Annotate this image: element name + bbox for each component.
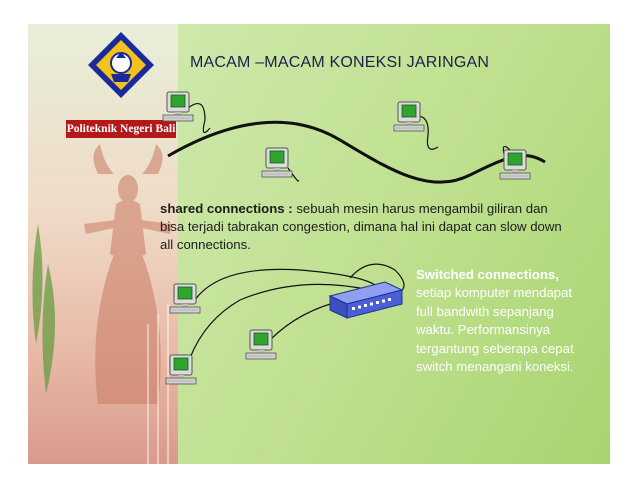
shared-connections-description: sebuah mesin harus mengambil giliran dan… [160, 201, 562, 252]
switched-connections-description: setiap komputer mendapat full bandwith s… [416, 285, 574, 375]
network-switch-icon [328, 281, 404, 319]
shared-connections-term: shared connections : [160, 201, 293, 216]
computer-icon [261, 147, 293, 178]
computer-icon [162, 91, 194, 122]
bus-drop-cable [187, 102, 211, 134]
brand-name: Politeknik Negeri Bali [66, 120, 176, 138]
computer-icon [245, 329, 277, 360]
page-title: MACAM –MACAM KONEKSI JARINGAN [190, 54, 490, 71]
statue-illustration [32, 144, 172, 464]
switched-connections-text: Switched connections, setiap komputer me… [416, 266, 576, 376]
slide-background: Politeknik Negeri Bali [28, 24, 610, 464]
shared-connections-text: shared connections : sebuah mesin harus … [160, 200, 570, 254]
switch-cable [189, 283, 371, 359]
switch-cable [194, 268, 376, 301]
campus-emblem-icon [88, 32, 154, 98]
sidebar-decoration [28, 24, 178, 464]
computer-icon [169, 283, 201, 314]
computer-icon [393, 101, 425, 132]
switch-cable [349, 263, 405, 293]
switched-connections-term: Switched connections, [416, 267, 559, 282]
shared-bus-line [167, 120, 546, 184]
computer-icon [499, 149, 531, 180]
computer-icon [165, 354, 197, 385]
